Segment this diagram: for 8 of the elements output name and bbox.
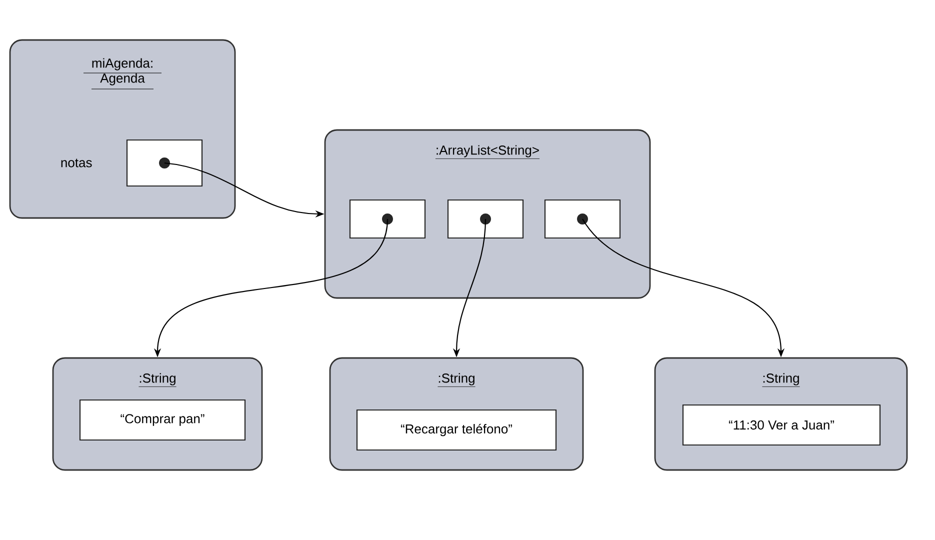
- field-label: notas: [61, 158, 92, 168]
- value-box: “Recargar teléfono”: [356, 409, 557, 451]
- value-box: “11:30 Ver a Juan”: [682, 404, 881, 446]
- reference-slot: [349, 199, 426, 239]
- reference-slot: [544, 199, 621, 239]
- value-box: “Comprar pan”: [79, 399, 246, 441]
- reference-slot: [447, 199, 524, 239]
- reference-slot: [126, 139, 203, 187]
